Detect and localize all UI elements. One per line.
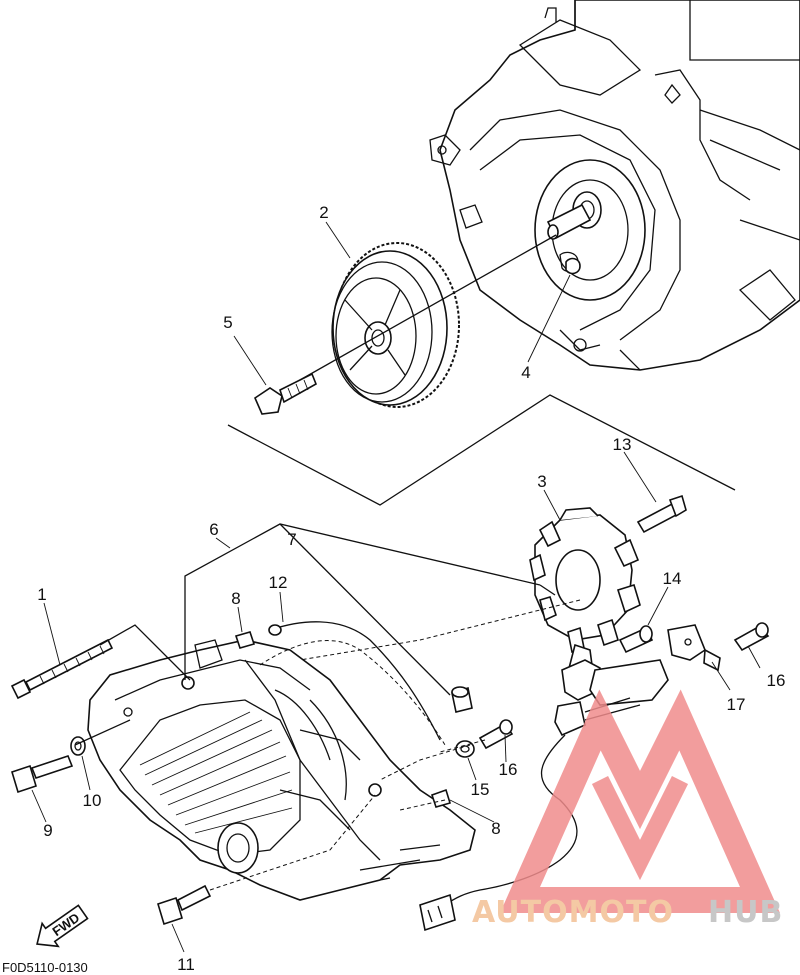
flywheel-nut-bolt <box>253 372 318 415</box>
cover-bolt-11 <box>157 884 212 926</box>
callout-15: 15 <box>471 780 490 799</box>
callout-4: 4 <box>521 363 530 382</box>
callout-14: 14 <box>663 569 682 588</box>
dowel-pin-lower <box>430 788 452 808</box>
callout-6: 6 <box>209 520 218 539</box>
wire-harness <box>444 734 578 906</box>
bracket-screw-right <box>733 622 770 652</box>
callout-16-lower: 16 <box>499 760 518 779</box>
stator-coil <box>529 507 641 682</box>
callout-5: 5 <box>223 313 232 332</box>
washer-10 <box>70 736 86 756</box>
crankcase-cover <box>87 639 476 901</box>
dowel-pin <box>451 686 473 713</box>
callout-2: 2 <box>319 203 328 222</box>
callout-13: 13 <box>613 435 632 454</box>
callout-8-lower: 8 <box>491 819 500 838</box>
callout-17: 17 <box>727 695 746 714</box>
fwd-arrow-icon: FWD <box>36 904 89 948</box>
diagram-code: F0D5110-0130 <box>2 960 88 975</box>
bracket-bolt <box>618 625 654 654</box>
callout-3: 3 <box>537 472 546 491</box>
watermark-word-auto: AUTOMOTO <box>472 895 674 930</box>
wire-coupler <box>419 893 456 932</box>
woodruff-key <box>565 257 581 275</box>
automotohub-logo-icon <box>499 689 781 913</box>
gasket-oring <box>268 624 282 636</box>
assembly-lines-lower <box>74 523 581 891</box>
long-cover-bolt <box>10 638 114 700</box>
leader-lines <box>31 221 761 953</box>
dowel-pin-upper <box>234 631 256 649</box>
callout-12: 12 <box>269 573 288 592</box>
cover-bolt-9 <box>11 755 74 794</box>
stator-bolt <box>636 494 687 534</box>
cover-gasket <box>269 621 441 741</box>
callout-1: 1 <box>37 585 46 604</box>
callout-8-upper: 8 <box>231 589 240 608</box>
callout-16-right: 16 <box>767 671 786 690</box>
pulser-coil <box>554 659 669 737</box>
callout-7: 7 <box>287 530 296 549</box>
watermark-word-hub: HUB <box>708 895 783 930</box>
assembly-bracket-line <box>227 394 736 506</box>
callout-9: 9 <box>43 821 52 840</box>
flywheel-rotor <box>331 242 460 408</box>
assembly-axis-line <box>299 234 557 381</box>
callout-11: 11 <box>177 955 195 974</box>
engine-crankcase <box>429 0 800 371</box>
coil-screw <box>478 719 514 750</box>
callout-10: 10 <box>83 791 102 810</box>
pickup-coil-bracket <box>667 624 721 672</box>
